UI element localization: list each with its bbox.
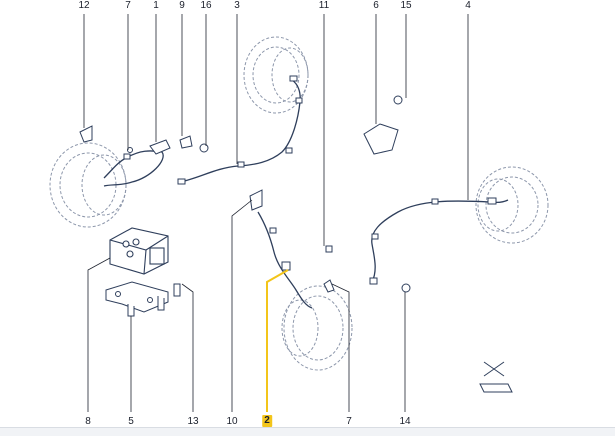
- callout-6[interactable]: 6: [373, 0, 379, 11]
- bottom-strip: [0, 427, 615, 436]
- sensor-cable-rear-right: [371, 199, 509, 283]
- clip-icon: [177, 178, 186, 185]
- leader-7-bottom: [331, 283, 350, 412]
- nut-icon: [393, 95, 403, 105]
- clip-icon: [285, 147, 293, 154]
- clip-icon: [295, 97, 303, 104]
- leader-13: [181, 283, 194, 412]
- callout-7-bottom[interactable]: 7: [346, 416, 352, 427]
- callout-12[interactable]: 12: [78, 0, 90, 11]
- bracket-icon: [179, 135, 193, 149]
- callout-16[interactable]: 16: [200, 0, 212, 11]
- nut-icon: [199, 143, 209, 153]
- callout-10[interactable]: 10: [226, 416, 238, 427]
- callout-13[interactable]: 13: [187, 416, 199, 427]
- clip-icon: [237, 161, 245, 168]
- callout-1[interactable]: 1: [153, 0, 159, 11]
- callout-4[interactable]: 4: [465, 0, 471, 11]
- clip-icon: [371, 233, 379, 240]
- callout-3[interactable]: 3: [234, 0, 240, 11]
- nut-icon: [401, 283, 411, 293]
- bracket-icon: [79, 125, 93, 143]
- callout-9[interactable]: 9: [179, 0, 185, 11]
- bracket-icon: [149, 139, 171, 155]
- hydraulic-unit-icon: [109, 227, 169, 275]
- callout-5[interactable]: 5: [128, 416, 134, 427]
- clip-icon: [127, 147, 133, 153]
- wheel-rear-right: [475, 166, 549, 244]
- callout-7[interactable]: 7: [125, 0, 131, 11]
- clip-icon: [123, 153, 131, 160]
- leader-8: [87, 257, 111, 412]
- cross-reference-icon: [479, 361, 513, 393]
- wheel-rear-left: [281, 285, 353, 371]
- callout-2-highlighted[interactable]: 2: [262, 415, 272, 427]
- clip-icon: [325, 245, 333, 253]
- clip-icon: [289, 75, 298, 82]
- clip-icon: [369, 277, 378, 285]
- leader-10: [231, 199, 253, 412]
- bolt-icon: [323, 279, 335, 293]
- callout-11[interactable]: 11: [318, 0, 330, 11]
- clip-icon: [281, 261, 291, 271]
- bolt-icon: [173, 283, 181, 297]
- clip-icon: [431, 198, 439, 205]
- sensor-cable-front-left: [103, 150, 164, 187]
- bracket-icon: [105, 281, 169, 317]
- bracket-icon: [363, 123, 399, 155]
- leader-2-highlight: [266, 269, 289, 412]
- wheel-front-right: [243, 36, 309, 114]
- callout-14[interactable]: 14: [399, 416, 411, 427]
- callout-15[interactable]: 15: [400, 0, 412, 11]
- bracket-icon: [249, 189, 263, 211]
- callout-8[interactable]: 8: [85, 416, 91, 427]
- clip-icon: [269, 227, 277, 234]
- clip-icon: [487, 197, 497, 205]
- sensor-cable-front-right: [179, 79, 301, 183]
